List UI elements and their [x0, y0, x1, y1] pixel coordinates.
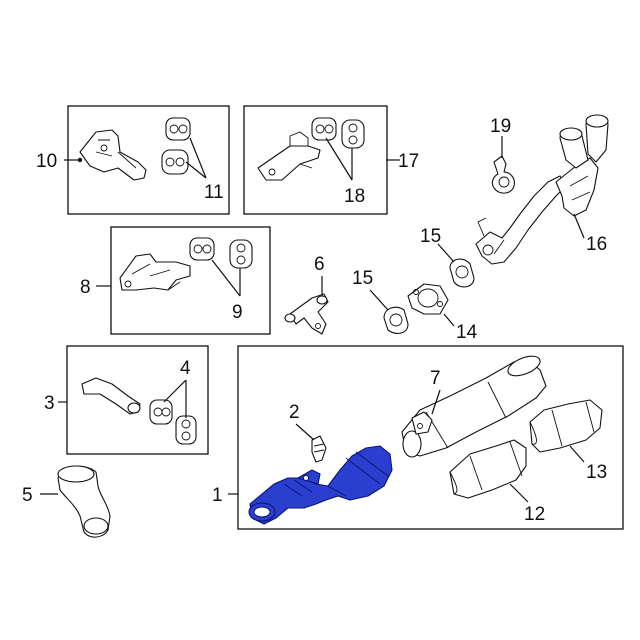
part-8-hanger-bracket[interactable]	[119, 253, 191, 291]
part-12-heat-shield[interactable]	[449, 439, 527, 499]
part-18-isolator-a[interactable]	[311, 117, 337, 141]
callout-5[interactable]: 5	[22, 485, 33, 506]
callout-15a[interactable]: 15	[352, 268, 373, 289]
group-box-8-9	[110, 226, 271, 335]
callout-15b[interactable]: 15	[420, 226, 441, 247]
callout-11[interactable]: 11	[204, 182, 224, 203]
part-9-isolator-a[interactable]	[189, 237, 215, 261]
part-19-hanger[interactable]	[491, 155, 515, 194]
part-4-isolator-a[interactable]	[149, 399, 173, 425]
part-10-hanger-bracket[interactable]	[79, 129, 147, 181]
part-16-tailpipe-assembly[interactable]	[475, 114, 609, 265]
callout-1[interactable]: 1	[212, 485, 223, 506]
part-4-isolator-b[interactable]	[175, 415, 197, 445]
group-box-1	[237, 345, 624, 530]
part-11-isolator-b[interactable]	[161, 149, 189, 175]
callout-13[interactable]: 13	[586, 462, 607, 483]
part-15-gasket-b[interactable]	[449, 258, 475, 288]
callout-18[interactable]: 18	[344, 186, 365, 207]
callout-12[interactable]: 12	[524, 504, 545, 525]
callout-14[interactable]: 14	[456, 322, 478, 343]
part-6-hanger[interactable]	[284, 293, 329, 335]
part-3-bracket[interactable]	[81, 377, 141, 415]
callout-9[interactable]: 9	[232, 302, 243, 323]
part-7-muffler[interactable]	[401, 352, 547, 458]
part-5-exhaust-elbow[interactable]	[57, 465, 111, 538]
callout-8[interactable]: 8	[80, 277, 91, 298]
callout-2[interactable]: 2	[289, 402, 300, 423]
leader-lines	[40, 136, 585, 503]
part-17-hanger-bracket[interactable]	[257, 131, 321, 181]
callout-7[interactable]: 7	[430, 368, 441, 389]
callout-6[interactable]: 6	[314, 254, 325, 275]
callout-10[interactable]: 10	[36, 151, 57, 172]
part-11-isolator-a[interactable]	[165, 117, 191, 141]
part-15-gasket-a[interactable]	[383, 306, 409, 334]
callout-17[interactable]: 17	[398, 151, 419, 172]
callout-4[interactable]: 4	[180, 358, 191, 379]
part-2-oxygen-sensor[interactable]	[311, 435, 327, 463]
part-9-isolator-b[interactable]	[229, 239, 253, 269]
part-18-isolator-b[interactable]	[341, 119, 365, 149]
part-1-catalytic-converter[interactable]	[248, 445, 393, 525]
part-13-heat-shield[interactable]	[529, 399, 603, 453]
callout-16[interactable]: 16	[586, 234, 607, 255]
group-box-3-4	[66, 345, 209, 455]
part-14-flange[interactable]	[407, 283, 449, 315]
callout-3[interactable]: 3	[44, 393, 55, 414]
callout-19[interactable]: 19	[490, 116, 511, 137]
